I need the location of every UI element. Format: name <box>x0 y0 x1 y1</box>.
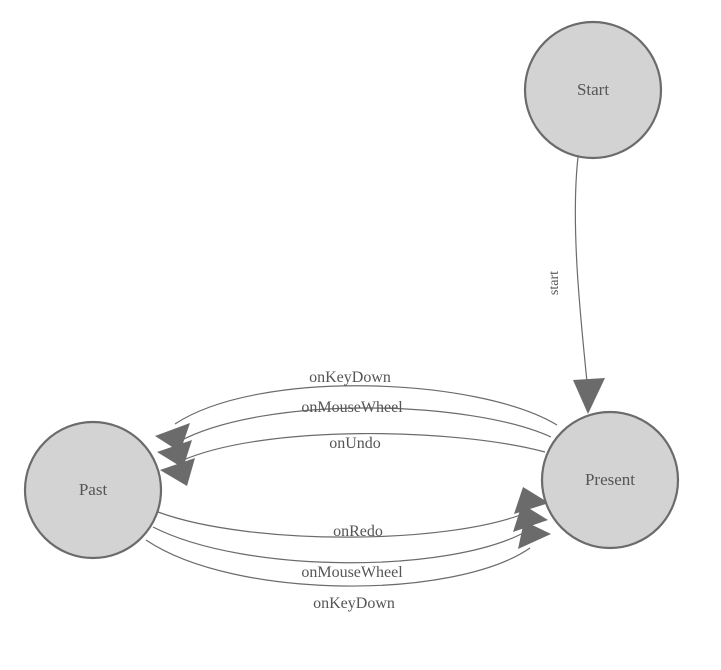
node-present-circle <box>540 410 680 550</box>
node-start-label: Start <box>577 80 609 99</box>
edge-start-to-present[interactable] <box>573 156 605 414</box>
edge-past-to-present-onmousewheel[interactable] <box>152 504 548 564</box>
edge-label-past-to-present-onredo: onRedo <box>333 523 383 540</box>
node-past-label: Past <box>79 480 108 499</box>
edge-past-to-present-onkeydown[interactable] <box>145 521 551 587</box>
edge-start-to-present-arrowhead <box>573 378 605 414</box>
node-past-circle <box>23 420 163 560</box>
edge-label-layer: start onKeyDown onMouseWheel onUndo onRe… <box>301 271 562 612</box>
node-present[interactable]: Present <box>540 410 680 550</box>
edge-label-present-to-past-onmousewheel: onMouseWheel <box>301 399 403 416</box>
edge-past-to-present-onmousewheel-path <box>152 526 528 564</box>
edge-present-to-past-onundo[interactable] <box>160 433 546 486</box>
edge-label-past-to-present-onmousewheel: onMouseWheel <box>301 564 403 581</box>
edge-present-to-past-onkeydown-path <box>174 385 558 426</box>
edge-label-past-to-present-onkeydown: onKeyDown <box>313 595 395 612</box>
node-past[interactable]: Past <box>23 420 163 560</box>
node-layer: Start Past Present <box>23 20 680 560</box>
edge-label-present-to-past-onundo: onUndo <box>329 435 381 452</box>
edge-present-to-past-onmousewheel[interactable] <box>157 407 552 468</box>
edge-past-to-present-onmousewheel-arrowhead <box>513 504 548 532</box>
edge-past-to-present-onredo-path <box>157 511 529 538</box>
edge-present-to-past-onundo-path <box>180 433 546 462</box>
node-start-circle <box>523 20 663 160</box>
node-present-label: Present <box>585 470 635 489</box>
edge-past-to-present-onkeydown-path <box>145 539 531 587</box>
node-start[interactable]: Start <box>523 20 663 160</box>
edge-present-to-past-onmousewheel-path <box>177 407 552 443</box>
edge-label-start: start <box>547 271 562 295</box>
edge-past-to-present-onkeydown-arrowhead <box>518 521 551 549</box>
edge-layer <box>145 156 605 587</box>
edge-label-present-to-past-onkeydown: onKeyDown <box>309 369 391 386</box>
edge-present-to-past-onundo-arrowhead <box>160 458 195 486</box>
edge-present-to-past-onmousewheel-arrowhead <box>157 440 192 468</box>
edge-start-to-present-path <box>574 156 589 393</box>
